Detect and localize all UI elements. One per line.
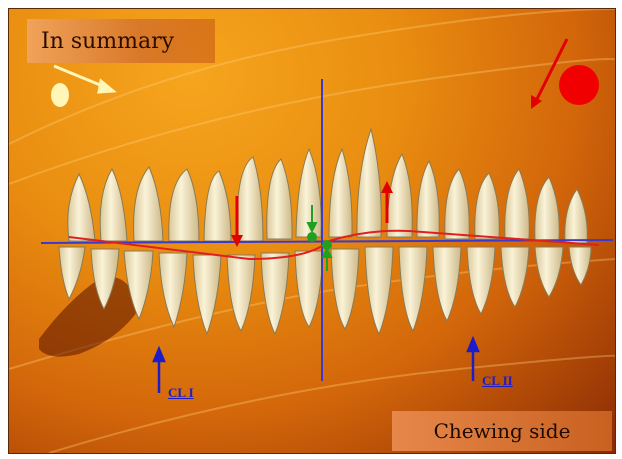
silhouette-shape — [39, 277, 139, 357]
red-ball-icon — [531, 39, 599, 109]
cl-arrows — [154, 339, 478, 393]
slide-title: In summary — [41, 29, 174, 54]
slide: In summary CL I CL II Chewing side — [8, 8, 616, 454]
title-banner: In summary — [27, 19, 215, 63]
light-source-icon — [51, 83, 69, 107]
label-cl-i: CL I — [168, 385, 194, 401]
footer-label: Chewing side — [434, 419, 571, 443]
footer-banner: Chewing side — [392, 411, 612, 451]
label-cl-ii: CL II — [482, 373, 513, 389]
upper-teeth — [68, 129, 588, 243]
dental-illustration — [9, 9, 615, 453]
